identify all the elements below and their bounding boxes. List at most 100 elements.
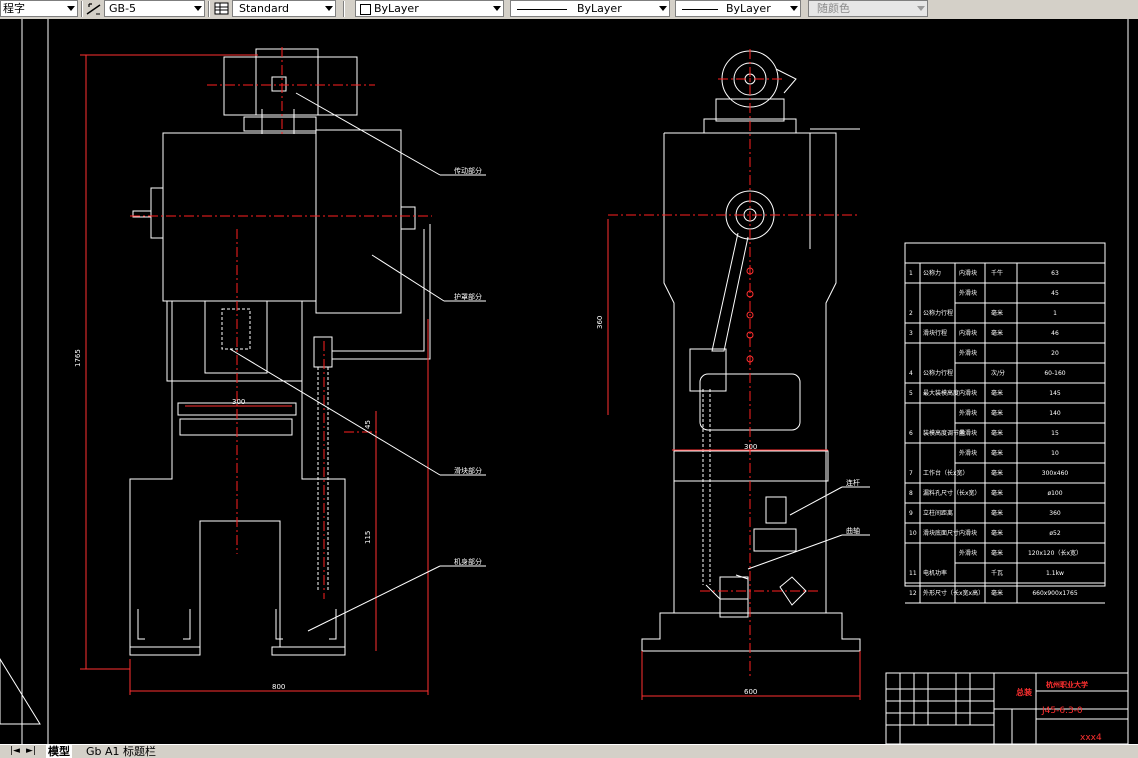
linetype-value: ByLayer xyxy=(577,2,622,15)
lineweight-value: ByLayer xyxy=(726,2,771,15)
properties-toolbar: 程字 GB-5 Standard ByLayer ByLayer ByLayer… xyxy=(0,0,1138,20)
side-view: 360 300 600 连杆 曲轴 xyxy=(596,49,870,700)
table-cell-name: 漏料孔尺寸（长x宽） xyxy=(923,489,981,497)
table-cell-name: 装模高度调节量 xyxy=(923,429,965,437)
first-tab-icon[interactable]: |◄ xyxy=(10,746,20,756)
table-cell-no: 11 xyxy=(909,570,917,577)
dim-side-width: 600 xyxy=(744,688,757,696)
table-cell-no: 7 xyxy=(909,470,913,477)
table-cell-value: 60-160 xyxy=(1044,370,1065,377)
table-cell-value: 1.1kw xyxy=(1046,570,1064,577)
table-cell-no: 1 xyxy=(909,270,913,277)
drive-housing xyxy=(162,132,317,302)
dim-front-width: 800 xyxy=(272,683,285,691)
color-swatch-icon xyxy=(360,4,371,15)
table-cell-sub: 外滑块 xyxy=(959,349,977,357)
table-cell-unit: 毫米 xyxy=(991,409,1003,417)
table-cell-unit: 毫米 xyxy=(991,589,1003,597)
dim-slide: 45 xyxy=(364,420,372,429)
title-block-title: 总装 xyxy=(1016,687,1032,697)
chevron-down-icon[interactable] xyxy=(67,6,75,11)
table-cell-no: 2 xyxy=(909,310,913,317)
table-cell-sub: 外滑块 xyxy=(959,409,977,417)
table-style-icon xyxy=(214,2,229,15)
table-cell-no: 8 xyxy=(909,490,913,497)
label-drive: 传动部分 xyxy=(454,166,482,175)
table-cell-no: 3 xyxy=(909,330,913,337)
title-block: 总装 杭州职业大学 J45-6.3-0 xxx4 xyxy=(885,672,1129,745)
dim-table-width: 300 xyxy=(232,398,245,406)
chevron-down-icon[interactable] xyxy=(194,6,202,11)
label-part-b: 曲轴 xyxy=(846,526,860,535)
table-cell-sub: 内滑块 xyxy=(959,329,977,337)
chevron-down-icon[interactable] xyxy=(790,6,798,11)
table-cell-value: 660x900x1765 xyxy=(1032,590,1077,597)
table-cell-value: 45 xyxy=(1051,290,1059,297)
table-cell-value: 145 xyxy=(1049,390,1061,397)
table-cell-value: 15 xyxy=(1051,430,1059,437)
table-cell-unit: 毫米 xyxy=(991,529,1003,537)
frame-body xyxy=(129,301,346,648)
title-block-author: xxx4 xyxy=(1080,733,1102,743)
dim-style-icon xyxy=(86,3,101,15)
guard-housing xyxy=(315,129,402,314)
toolbar-separator xyxy=(81,1,83,17)
tab-layout[interactable]: Gb A1 标题栏 xyxy=(86,745,157,758)
table-style-value: Standard xyxy=(239,2,290,15)
table-cell-no: 10 xyxy=(909,530,917,537)
toolbar-separator xyxy=(343,1,345,17)
label-part-a: 连杆 xyxy=(846,478,860,487)
label-frame: 机身部分 xyxy=(454,557,482,566)
table-cell-name: 公称力行程 xyxy=(923,309,953,317)
tab-model[interactable]: 模型 xyxy=(46,745,72,758)
last-tab-icon[interactable]: ►| xyxy=(26,746,36,756)
table-cell-name: 滑块行程 xyxy=(923,329,947,337)
text-style-value: 程字 xyxy=(3,2,25,15)
drawing-canvas[interactable]: .w { stroke:#fff; fill:none; stroke-widt… xyxy=(0,19,1138,745)
table-cell-unit: 毫米 xyxy=(991,489,1003,497)
table-style-combo[interactable]: Standard xyxy=(232,0,336,17)
table-cell-name: 滑块底面尺寸 xyxy=(923,529,959,537)
linetype-sample-icon xyxy=(517,9,567,10)
plot-style-value: 随颜色 xyxy=(817,2,850,15)
layout-tab-bar: |◄ ►| 模型 Gb A1 标题栏 xyxy=(0,744,1138,758)
front-view: 1765 800 300 115 45 传动部分 护罩部分 滑块部分 机身部分 xyxy=(74,47,486,695)
dim-table-height: 115 xyxy=(364,531,372,544)
table-cell-sub: 外滑块 xyxy=(959,549,977,557)
table-cell-value: 46 xyxy=(1051,330,1059,337)
table-cell-sub: 内滑块 xyxy=(959,529,977,537)
connecting-rod xyxy=(711,232,749,352)
table-cell-value: 140 xyxy=(1049,410,1061,417)
table-cell-value: 1 xyxy=(1053,310,1057,317)
linetype-combo[interactable]: ByLayer xyxy=(510,0,670,17)
table-cell-no: 5 xyxy=(909,390,913,397)
lineweight-combo[interactable]: ByLayer xyxy=(675,0,801,17)
dim-style-combo[interactable]: GB-5 xyxy=(104,0,205,17)
table-cell-no: 4 xyxy=(909,370,913,377)
chevron-down-icon xyxy=(917,6,925,11)
chevron-down-icon[interactable] xyxy=(493,6,501,11)
table-cell-value: 360 xyxy=(1049,510,1061,517)
table-cell-value: 120x120（长x宽） xyxy=(1028,549,1082,557)
chevron-down-icon[interactable] xyxy=(325,6,333,11)
table-cell-value: ø52 xyxy=(1049,530,1060,537)
color-combo[interactable]: ByLayer xyxy=(355,0,504,17)
table-cell-unit: 毫米 xyxy=(991,469,1003,477)
table-cell-value: ø100 xyxy=(1047,490,1062,497)
cad-drawing: .w { stroke:#fff; fill:none; stroke-widt… xyxy=(0,19,1129,745)
label-slide: 滑块部分 xyxy=(454,466,482,475)
table-cell-no: 9 xyxy=(909,510,913,517)
title-block-drawing-no: J45-6.3-0 xyxy=(1041,706,1083,716)
text-style-combo[interactable]: 程字 xyxy=(0,0,78,17)
table-cell-name: 外形尺寸（长x宽x高） xyxy=(923,589,984,597)
chevron-down-icon[interactable] xyxy=(659,6,667,11)
table-cell-name: 立柱间距离 xyxy=(923,509,953,517)
color-value: ByLayer xyxy=(374,2,419,15)
table-cell-unit: 毫米 xyxy=(991,309,1003,317)
table-cell-unit: 毫米 xyxy=(991,389,1003,397)
table-cell-sub: 外滑块 xyxy=(959,289,977,297)
partial-triangle xyxy=(0,658,41,725)
table-cell-name: 最大装模高度 xyxy=(923,389,959,397)
table-cell-sub: 外滑块 xyxy=(959,449,977,457)
table-cell-value: 300x460 xyxy=(1042,470,1069,477)
